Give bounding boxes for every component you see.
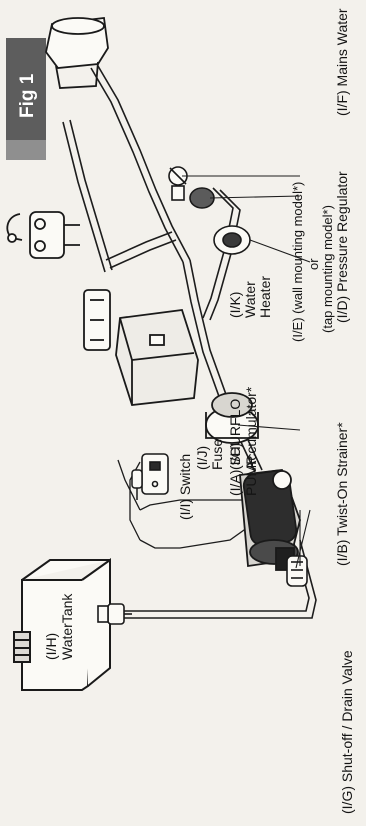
label-fuse: Fuse [209,439,225,470]
water-heater [116,310,198,405]
toilet [46,18,108,88]
figure-badge-label: Fig 1 [17,73,38,118]
label-tap-mounting: (tap mounting model*) [320,205,335,333]
label-pressure-regulator: (I/D) Pressure Regulator [334,171,350,323]
switch [142,454,168,494]
mains-water-tap [169,167,187,200]
label-mains-water: (I/F) Mains Water [334,8,350,116]
label-water-heater-word2: Heater [257,276,273,318]
drain-valve [98,604,132,624]
label-switch: (I/I) Switch [177,454,193,520]
label-drain-valve: (I/G) Shut-off / Drain Valve [339,650,355,814]
label-water-heater-word1: Water [242,281,258,318]
label-tank: WaterTank [59,593,75,660]
sink-faucet [7,212,110,350]
label-wall-mounting: (I/E) (wall mounting model*) [290,182,305,342]
fuse [132,470,142,500]
label-fuse-code: (I/J) [194,446,210,470]
figure-badge: Fig 1 [6,38,46,160]
label-or: or [306,258,321,270]
label-water-heater-code: (I/K) [227,292,243,318]
label-strainer: (I/B) Twist-On Strainer* [334,422,350,566]
strainer [287,556,307,586]
label-pump-line1: (I/A) SHURFLO [227,399,243,496]
label-pump-line2: PUMP [243,456,259,496]
label-tank-code: (I/H) [43,633,59,660]
